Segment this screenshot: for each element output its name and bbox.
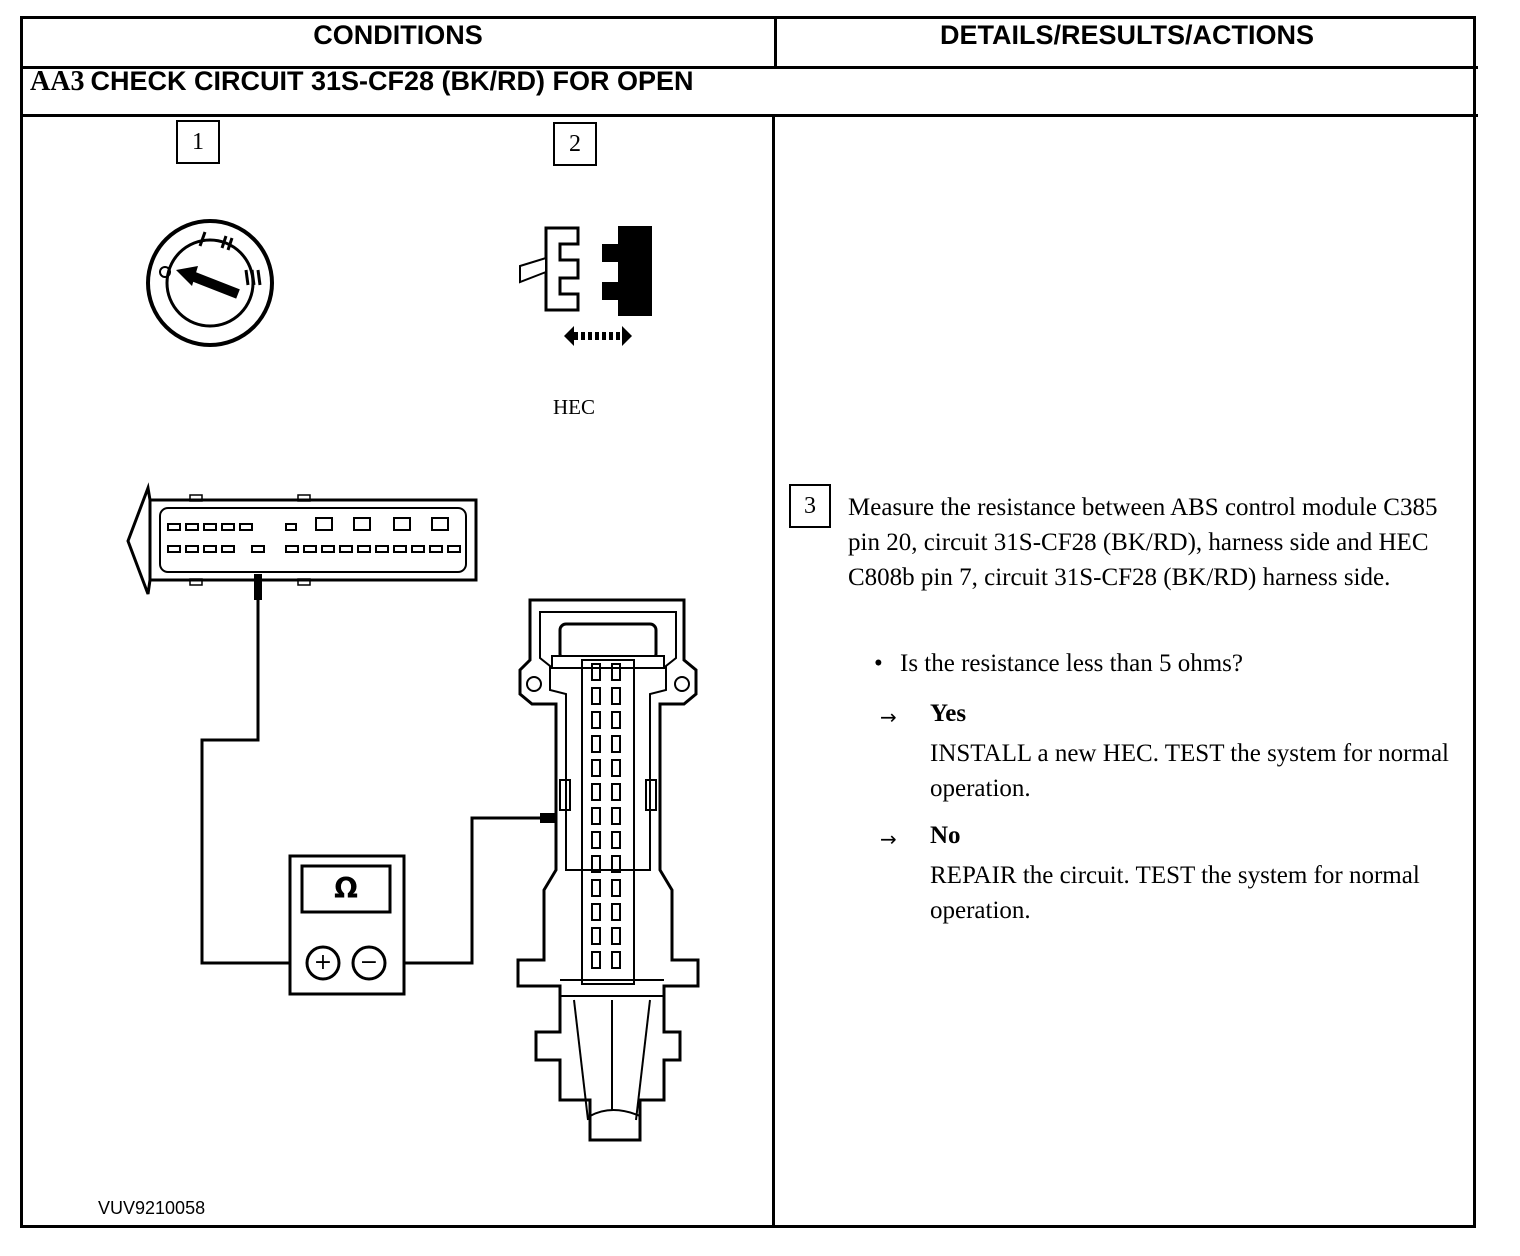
column-divider bbox=[772, 114, 775, 1228]
yes-label: Yes bbox=[930, 700, 967, 727]
disconnect-connector-icon bbox=[519, 226, 652, 346]
yes-arrow-icon: → bbox=[880, 705, 897, 729]
conditions-header: CONDITIONS bbox=[313, 20, 483, 50]
header-divider bbox=[20, 66, 1478, 69]
callout-1: 1 bbox=[176, 120, 220, 164]
callout-2: 2 bbox=[553, 122, 597, 166]
figure-code: VUV9210058 bbox=[98, 1198, 206, 1218]
instruction-text: Measure the resistance between ABS contr… bbox=[848, 494, 1438, 591]
question-text: Is the resistance less than 5 ohms? bbox=[900, 650, 1243, 677]
details-header: DETAILS/RESULTS/ACTIONS bbox=[939, 20, 1314, 50]
step-id: AA3 bbox=[30, 66, 85, 97]
title-divider bbox=[20, 114, 1478, 117]
ohmmeter-icon bbox=[288, 854, 406, 996]
negative-test-lead bbox=[386, 816, 546, 965]
header-column-divider bbox=[774, 16, 777, 68]
step-title-text: CHECK CIRCUIT 31S-CF28 (BK/RD) FOR OPEN bbox=[90, 66, 694, 96]
meter-minus-terminal: − bbox=[359, 950, 379, 975]
abs-module-connector-icon bbox=[126, 482, 478, 600]
ignition-off-icon bbox=[146, 219, 274, 347]
bullet-icon: • bbox=[874, 650, 883, 677]
table-border bbox=[20, 16, 1476, 1228]
no-label: No bbox=[930, 822, 961, 849]
question-bullet: • Is the resistance less than 5 ohms? bbox=[874, 650, 1243, 678]
no-arrow-icon: → bbox=[880, 827, 897, 851]
positive-test-lead bbox=[200, 598, 306, 965]
yes-action: INSTALL a new HEC. TEST the system for n… bbox=[930, 740, 1449, 802]
hec-label: HEC bbox=[553, 395, 595, 419]
callout-3: 3 bbox=[789, 484, 831, 528]
no-action: REPAIR the circuit. TEST the system for … bbox=[930, 862, 1420, 924]
hec-connector-icon bbox=[516, 598, 700, 1142]
ohm-symbol: Ω bbox=[334, 872, 358, 905]
meter-plus-terminal: + bbox=[313, 950, 333, 975]
